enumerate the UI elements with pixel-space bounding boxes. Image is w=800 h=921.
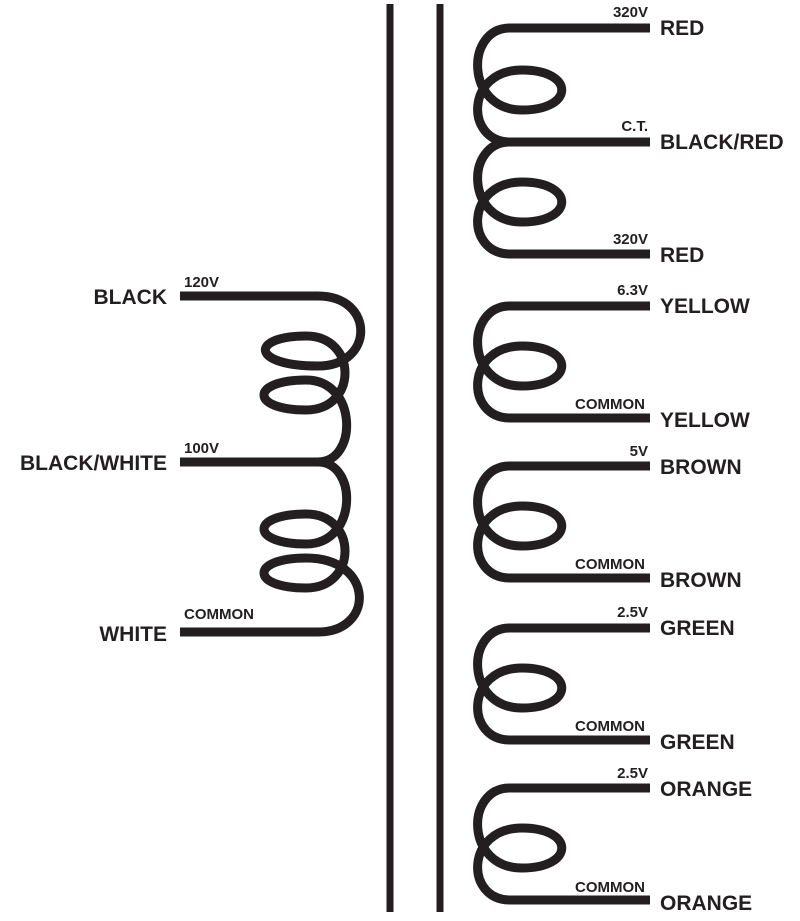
hv-secondary-coil <box>473 23 650 259</box>
hv-center-tap-label: C.T. <box>621 118 648 135</box>
hv-bottom-lead-label: RED <box>660 244 704 267</box>
yellow-top-lead-label: YELLOW <box>660 295 750 318</box>
primary-winding: BLACK 120V BLACK/WHITE 100V WHITE COMMON <box>20 274 366 646</box>
orange-top-tap-label: 2.5V <box>617 765 648 782</box>
green-bottom-tap-label: COMMON <box>575 718 645 735</box>
brown-bottom-lead-label: BROWN <box>660 569 742 592</box>
yellow-secondary-coil <box>473 301 650 423</box>
primary-middle-tap-label: 100V <box>184 440 219 457</box>
hv-top-lead-label: RED <box>660 17 704 40</box>
brown-bottom-tap-label: COMMON <box>575 556 645 573</box>
orange-bottom-lead-label: ORANGE <box>660 892 752 915</box>
secondary-winding-green: GREEN 2.5V GREEN COMMON <box>473 604 735 754</box>
primary-top-tap-label: 120V <box>184 274 219 291</box>
orange-bottom-tap-label: COMMON <box>575 879 645 896</box>
green-top-lead-label: GREEN <box>660 617 735 640</box>
orange-secondary-coil <box>473 783 650 905</box>
primary-coil <box>180 291 366 637</box>
primary-bottom-lead-label: WHITE <box>99 623 167 646</box>
green-top-tap-label: 2.5V <box>617 604 648 621</box>
orange-top-lead-label: ORANGE <box>660 778 752 801</box>
yellow-top-tap-label: 6.3V <box>617 282 648 299</box>
hv-top-tap-label: 320V <box>613 4 648 21</box>
secondary-winding-hv: RED 320V BLACK/RED C.T. RED 320V <box>473 4 784 267</box>
secondary-winding-5v: BROWN 5V BROWN COMMON <box>473 443 742 592</box>
primary-bottom-tap-label: COMMON <box>184 606 254 623</box>
brown-top-tap-label: 5V <box>630 443 648 460</box>
secondary-winding-orange: ORANGE 2.5V ORANGE COMMON <box>473 765 752 915</box>
green-secondary-coil <box>473 623 650 745</box>
brown-secondary-coil <box>473 461 650 583</box>
hv-bottom-tap-label: 320V <box>613 231 648 248</box>
brown-top-lead-label: BROWN <box>660 456 742 479</box>
primary-top-lead-label: BLACK <box>94 286 168 309</box>
yellow-bottom-lead-label: YELLOW <box>660 409 750 432</box>
secondary-winding-6v3: YELLOW 6.3V YELLOW COMMON <box>473 282 750 432</box>
primary-middle-lead-label: BLACK/WHITE <box>20 452 167 475</box>
green-bottom-lead-label: GREEN <box>660 731 735 754</box>
yellow-bottom-tap-label: COMMON <box>575 396 645 413</box>
hv-center-lead-label: BLACK/RED <box>660 131 784 154</box>
